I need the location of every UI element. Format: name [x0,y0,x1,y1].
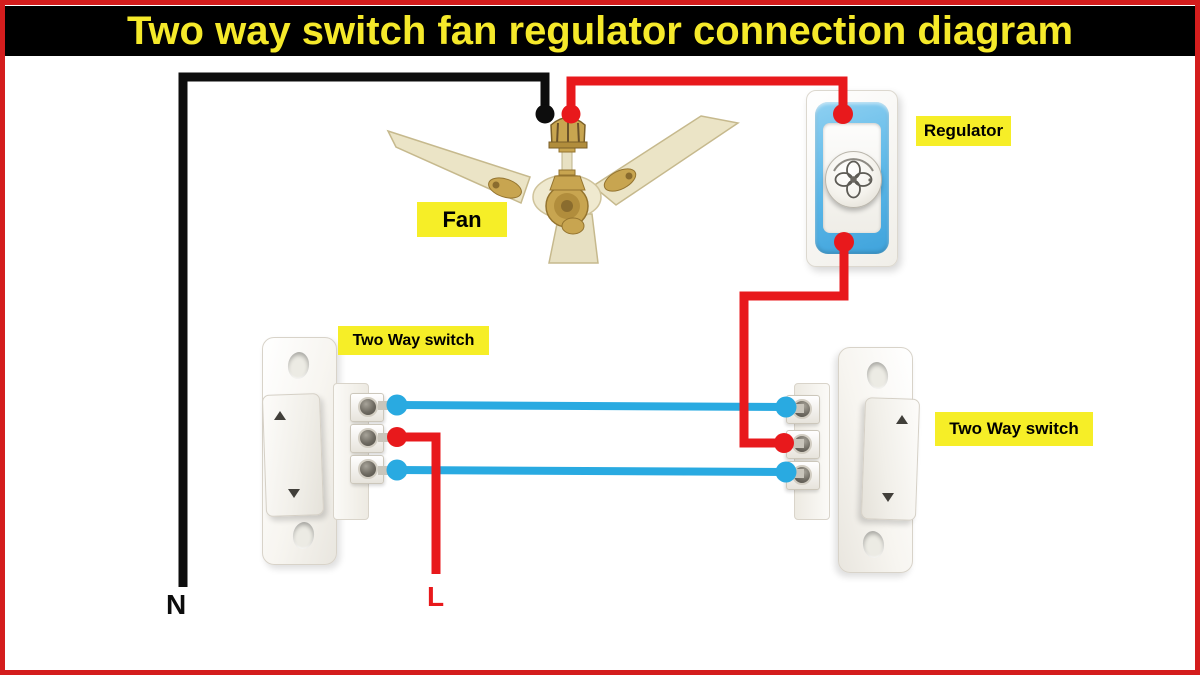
rocker-down-arrow-icon [288,489,300,498]
rocker-switch [261,393,325,517]
switch-mirror-wrapper [768,345,921,573]
downrod-band-icon [558,146,576,153]
neutral-tag: N [166,589,187,620]
fan-blade-bottom [548,213,599,264]
terminal-screw-icon [792,399,812,419]
rocker-up-arrow-icon [274,411,286,420]
terminal-screw-icon [358,459,378,479]
traveller-wire-bottom [396,466,787,476]
knob-flower-icon [833,158,874,199]
traveller-wires [396,401,787,476]
bracket-screw-icon [625,172,633,180]
terminal-stubs [378,401,804,478]
regulator-label-text: Regulator [923,121,1004,140]
live-wire-supply-to-fan [566,76,848,112]
title-bar: Two way switch fan regulator connection … [5,6,1195,56]
terminal-screw-icon [358,397,378,417]
hub-medallion-icon [545,184,589,228]
left-switch-common-dot [387,427,407,447]
rocker-switch [860,397,921,521]
left-switch-label: Two Way switch [338,326,489,355]
regulator-label: Regulator [916,116,1011,146]
fan-bell-coupling [549,175,586,191]
rocker-up-arrow-icon [896,415,908,424]
canopy-rim [548,141,588,149]
right-switch-label: Two Way switch [935,412,1093,446]
neutral-terminal-dot [535,104,555,124]
fan-label: Fan [417,202,507,237]
right-switch-label-text: Two Way switch [949,419,1079,438]
ceiling-fan-illustration [386,115,740,264]
left-switch-traveller-dot [386,459,408,481]
right-two-way-switch [768,345,921,573]
canopy-openwork-lines [556,116,580,145]
fan-label-text: Fan [442,206,482,232]
page-title: Two way switch fan regulator connection … [126,8,1074,53]
fan-regulator [806,90,898,267]
blade-bracket-icon [603,168,637,192]
live-tag: L [427,581,445,612]
regulator-knob [825,151,882,208]
rocker-down-arrow-icon [882,493,894,502]
fan-blade-right [591,115,740,206]
bracket-screw-icon [492,181,500,189]
fan-canopy [550,116,586,147]
fan-motor-hub [532,174,602,220]
terminal-screw-icon [792,465,812,485]
terminal-screw-icon [792,434,812,454]
blade-ornament-icon [561,217,585,235]
traveller-wire-top [396,401,787,411]
hub-medallion-center [561,200,573,212]
terminal-screw-icon [358,428,378,448]
live-wire-left-switch-to-supply [399,432,441,574]
left-switch-label-text: Two Way switch [352,331,475,349]
live-terminal-dot [561,104,581,124]
downrod-band-icon [558,169,576,176]
fan-downrod [561,148,573,176]
left-switch-traveller-dot [386,394,408,416]
fan-blade-left [386,129,531,205]
hub-medallion-inner [554,193,580,219]
blade-bracket-icon [488,177,522,199]
